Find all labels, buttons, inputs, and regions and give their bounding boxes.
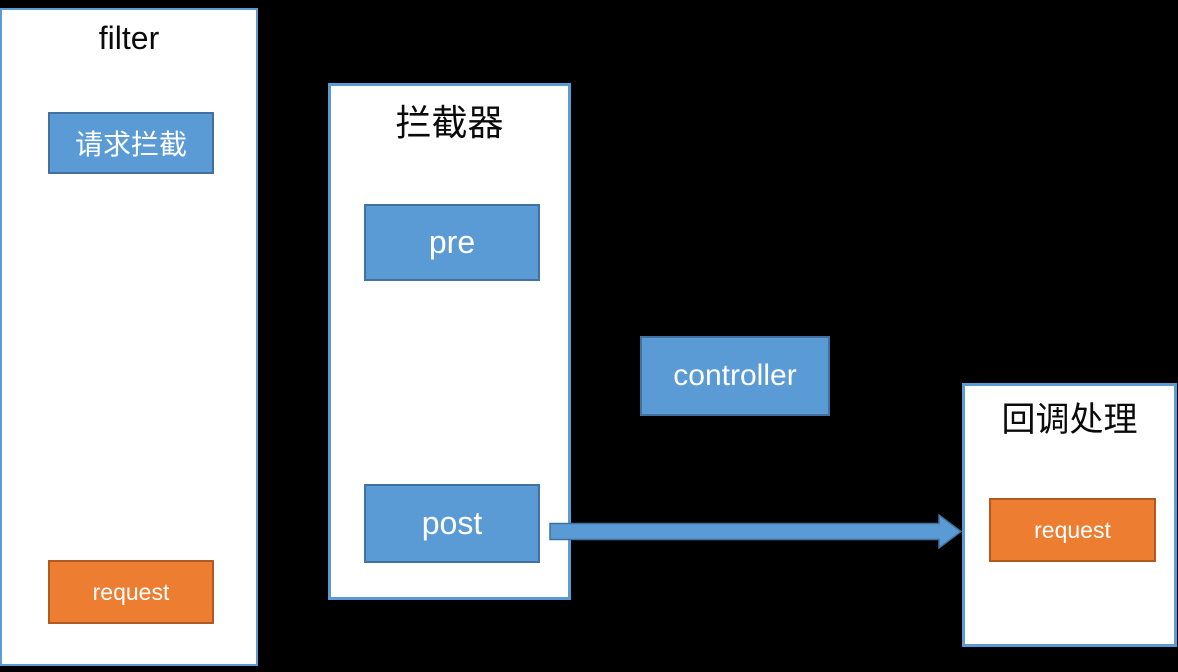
post-label: post (421, 505, 483, 541)
request-intercept-node: 请求拦截 (48, 112, 214, 174)
filter-request-label: request (92, 578, 170, 605)
controller-node: controller (640, 336, 830, 416)
interceptor-panel: 拦截器 pre post (328, 83, 571, 600)
callback-request-label: request (1034, 516, 1111, 543)
callback-panel: 回调处理 request (962, 383, 1177, 647)
controller-label: controller (673, 359, 797, 392)
interceptor-panel-title: 拦截器 (395, 103, 504, 143)
post-node: post (364, 484, 540, 563)
pre-label: pre (428, 224, 476, 260)
pre-node: pre (364, 204, 540, 281)
callback-panel-title: 回调处理 (1001, 402, 1138, 439)
filter-panel-title: filter (98, 20, 160, 56)
filter-panel: filter 请求拦截 request (0, 8, 258, 666)
filter-request-node: request (48, 560, 214, 624)
request-intercept-label: 请求拦截 (74, 130, 187, 161)
post-to-callback-arrow-icon (549, 513, 963, 550)
callback-request-node: request (989, 498, 1156, 562)
